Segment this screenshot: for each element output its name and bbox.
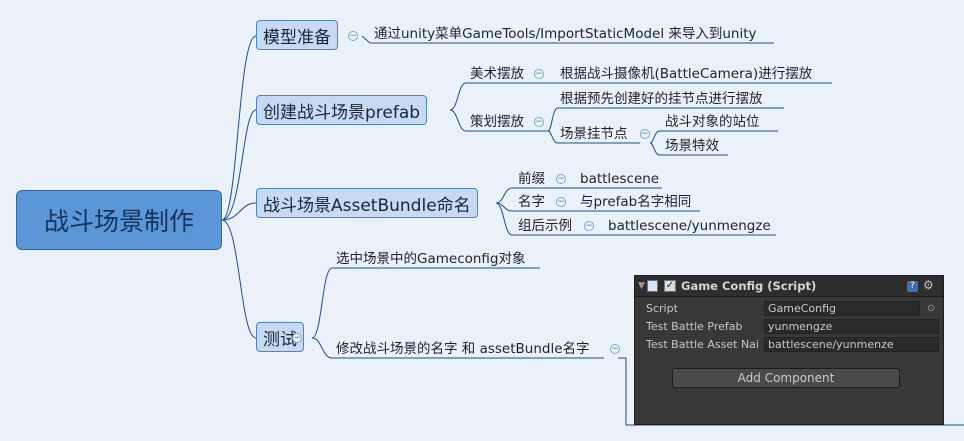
collapse-toggle-example[interactable]: − (584, 221, 594, 231)
collapse-toggle-test[interactable]: − (292, 333, 302, 343)
art-desc: 根据战斗摄像机(BattleCamera)进行摆放 (560, 66, 813, 82)
add-component-button[interactable]: Add Component (672, 368, 900, 388)
name-value: 与prefab名字相同 (580, 194, 692, 210)
collapse-toggle-modify[interactable]: − (610, 344, 620, 354)
branch-test-node[interactable]: 测试 (256, 322, 304, 352)
connector-art (449, 82, 548, 111)
connector-example (495, 202, 598, 236)
scene-fx: 场景特效 (665, 138, 719, 154)
connector-prefab (221, 109, 257, 221)
stand-pos: 战斗对象的站位 (665, 114, 760, 130)
script-value: GameConfig (768, 302, 837, 315)
branch-bundle-node[interactable]: 战斗场景AssetBundle命名 (256, 188, 478, 218)
scene-node-label: 场景挂节点 (560, 126, 628, 142)
unity-inspector-panel: ▼ ✓ Game Config (Script) ? ⚙ Script Game… (634, 275, 944, 425)
collapse-toggle-art[interactable]: − (534, 69, 544, 79)
branch-test-label: 测试 (263, 329, 297, 350)
connector-plan (449, 109, 548, 132)
gear-icon[interactable]: ⚙ (923, 278, 934, 292)
plan-desc: 根据预先创建好的挂节点进行摆放 (560, 91, 763, 107)
fold-arrow-icon[interactable]: ▼ (638, 281, 645, 291)
test-battle-asset-label: Test Battle Asset Nai (646, 338, 759, 351)
script-label: Script (646, 302, 678, 315)
example-value: battlescene/yunmengze (608, 218, 771, 234)
model-desc: 通过unity菜单GameTools/ImportStaticModel 来导入… (374, 26, 757, 42)
branch-model-node[interactable]: 模型准备 (256, 20, 338, 50)
enabled-checkbox[interactable]: ✓ (664, 280, 676, 292)
plan-place-label: 策划摆放 (470, 114, 524, 130)
prefix-label: 前缀 (518, 171, 545, 187)
branch-model-label: 模型准备 (263, 27, 331, 48)
test-battle-prefab-value: yunmengze (768, 320, 833, 333)
name-label: 名字 (518, 194, 545, 210)
branch-prefab-node[interactable]: 创建战斗场景prefab (256, 95, 428, 125)
branch-prefab-label: 创建战斗场景prefab (263, 102, 421, 123)
connector-bundle (221, 202, 257, 221)
test-battle-asset-value: battlescene/yunmenze (768, 338, 894, 351)
connector-scene-node (547, 130, 640, 144)
connector-inspector (618, 357, 964, 426)
test-battle-prefab-label: Test Battle Prefab (646, 320, 743, 333)
test-battle-prefab-field[interactable]: yunmengze (764, 319, 939, 334)
script-field[interactable]: GameConfig (764, 301, 920, 316)
connector-test-select (311, 267, 540, 339)
collapse-toggle-prefix[interactable]: − (556, 174, 566, 184)
connector-prefix (495, 187, 572, 204)
script-icon (647, 280, 658, 292)
branch-bundle-label: 战斗场景AssetBundle命名 (263, 195, 471, 216)
connector-model (221, 35, 257, 221)
component-title: Game Config (Script) (681, 279, 817, 293)
inspector-header: ▼ ✓ Game Config (Script) ? ⚙ (635, 276, 943, 297)
collapse-toggle-model[interactable]: − (348, 31, 358, 41)
object-picker-icon[interactable]: ⊙ (927, 303, 936, 314)
connector-test (221, 219, 257, 339)
root-label: 战斗场景制作 (43, 207, 194, 236)
example-label: 组后示例 (518, 218, 572, 234)
connector-name (495, 202, 572, 212)
test-modify: 修改战斗场景的名字 和 assetBundle名字 (336, 341, 590, 357)
connector-plan-desc (547, 107, 784, 132)
root-node[interactable]: 战斗场景制作 (16, 190, 222, 250)
test-battle-asset-field[interactable]: battlescene/yunmenze (764, 337, 939, 352)
connector-fx (649, 142, 728, 156)
connector-model-desc (361, 35, 774, 44)
connector-test-modify (311, 337, 604, 359)
collapse-toggle-scene-node[interactable]: − (640, 129, 650, 139)
art-place-label: 美术摆放 (470, 66, 524, 82)
test-select: 选中场景中的Gameconfig对象 (336, 251, 526, 267)
help-icon[interactable]: ? (907, 281, 918, 292)
collapse-toggle-name[interactable]: − (556, 197, 566, 207)
connector-stand (649, 130, 778, 144)
prefix-value: battlescene (580, 171, 660, 187)
collapse-toggle-plan[interactable]: − (534, 117, 544, 127)
